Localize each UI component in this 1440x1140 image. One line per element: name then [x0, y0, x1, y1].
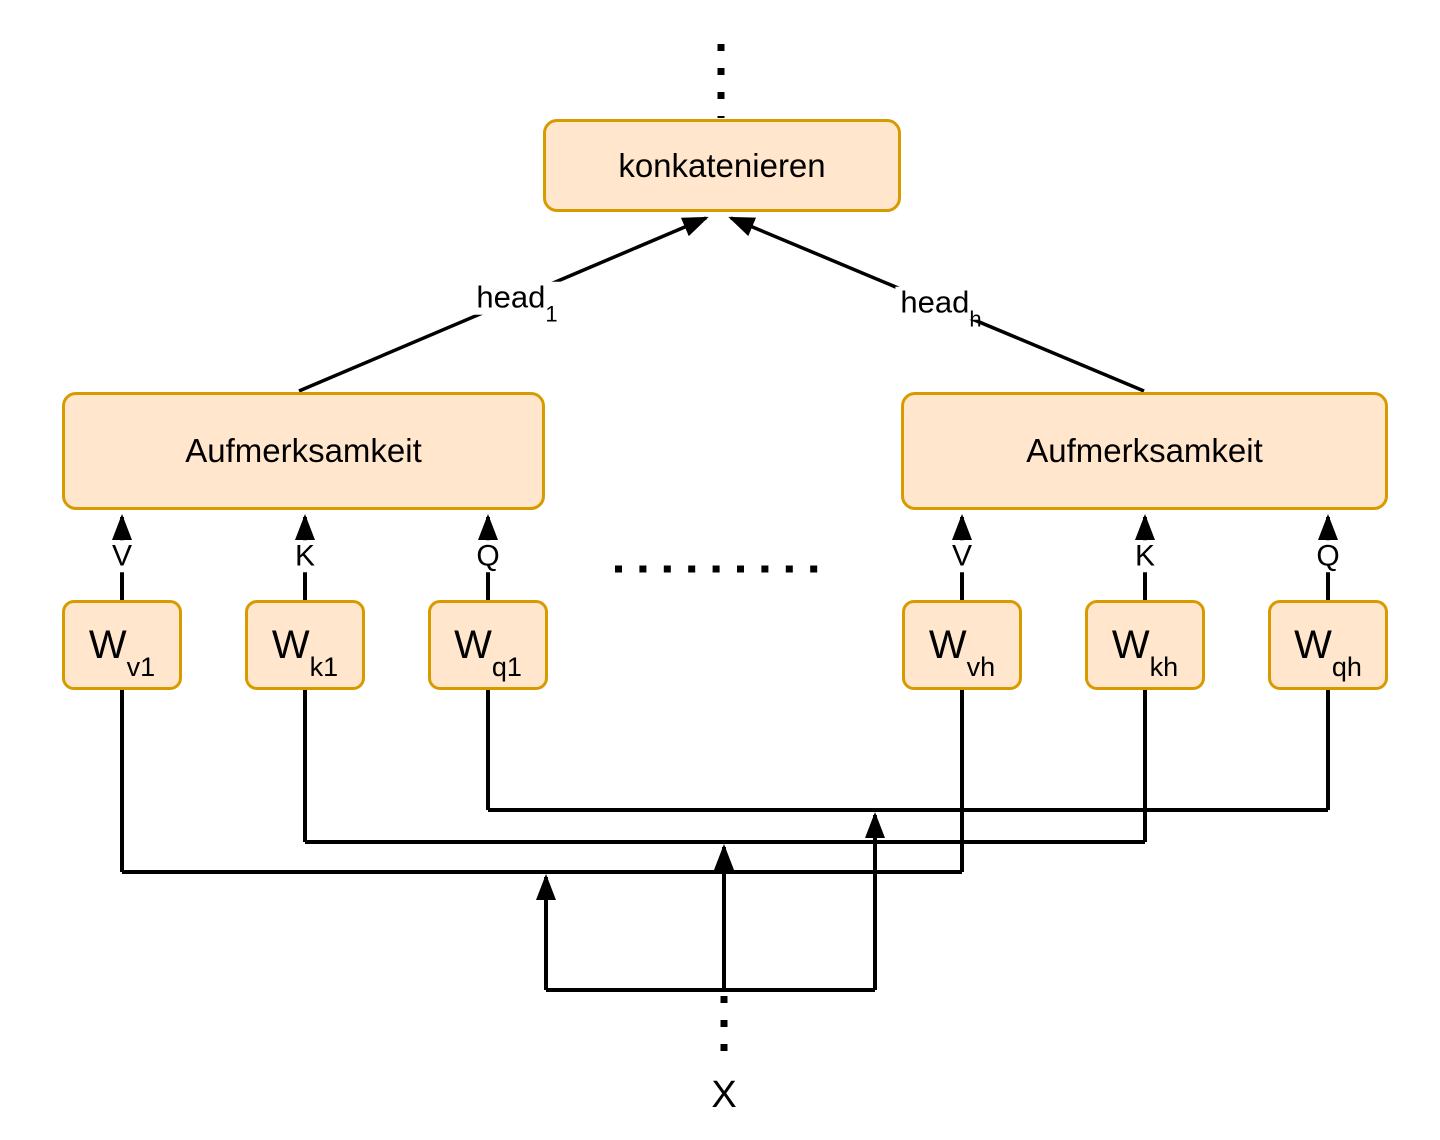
weight-wv1-label: Wv1 — [88, 622, 156, 682]
weight-wqh-label: Wqh — [1294, 622, 1362, 682]
v-label-right: V — [944, 540, 980, 572]
attention-left-label: Aufmerksamkeit — [185, 432, 422, 469]
x-input-label: X — [705, 1075, 743, 1116]
weight-wkh-label: Wkh — [1111, 622, 1179, 682]
q-label-left: Q — [469, 540, 507, 572]
weight-wk1-label: Wk1 — [271, 622, 339, 682]
weight-node-wv1: Wv1 — [62, 600, 182, 690]
weight-wvh-label: Wvh — [928, 622, 996, 682]
weight-node-wk1: Wk1 — [245, 600, 365, 690]
k-label-left: K — [287, 540, 323, 572]
weight-node-wqh: Wqh — [1268, 600, 1388, 690]
weight-node-wq1: Wq1 — [428, 600, 548, 690]
attention-right-label: Aufmerksamkeit — [1026, 432, 1263, 469]
concatenate-node: konkatenieren — [543, 119, 901, 212]
attention-right-node: Aufmerksamkeit — [901, 392, 1388, 510]
weight-wq1-label: Wq1 — [454, 622, 522, 682]
weight-node-wvh: Wvh — [902, 600, 1022, 690]
k-label-right: K — [1127, 540, 1163, 572]
attention-left-node: Aufmerksamkeit — [62, 392, 545, 510]
concatenate-node-label: konkatenieren — [618, 146, 826, 184]
weight-node-wkh: Wkh — [1085, 600, 1205, 690]
head1-edge-label: head1 — [471, 281, 563, 325]
v-label-left: V — [104, 540, 140, 572]
q-label-right: Q — [1309, 540, 1347, 572]
headh-edge-label: headh — [895, 286, 987, 330]
